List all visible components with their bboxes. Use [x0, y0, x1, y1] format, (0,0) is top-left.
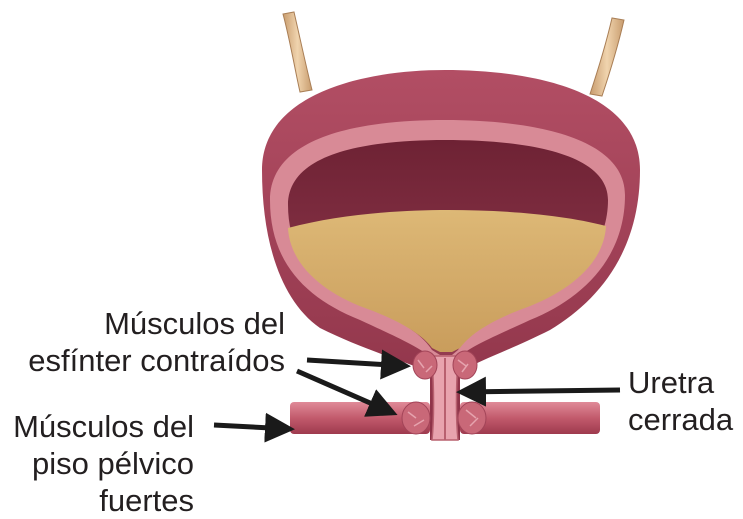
right-ureter — [590, 18, 624, 96]
sphincter-label: Músculos del esfínter contraídos — [20, 305, 285, 379]
left-ureter — [283, 12, 312, 92]
urethra-label: Uretra cerrada — [628, 364, 733, 438]
sphincter-label-line2: esfínter contraídos — [20, 342, 285, 379]
bladder-diagram: Músculos del esfínter contraídos Uretra … — [0, 0, 743, 508]
pelvic-floor-label-line2: piso pélvico — [4, 445, 194, 482]
urethra-label-line2: cerrada — [628, 401, 733, 438]
arrow-urethra — [461, 390, 620, 392]
arrow-pelvic-floor — [214, 425, 290, 429]
pelvic-floor-label: Músculos del piso pélvico fuertes — [4, 408, 194, 519]
sphincter-label-line1: Músculos del — [20, 305, 285, 342]
urethra-label-line1: Uretra — [628, 364, 733, 401]
arrow-sphincter-upper — [307, 360, 406, 366]
pelvic-floor-label-line3: fuertes — [4, 482, 194, 519]
pelvic-floor-label-line1: Músculos del — [4, 408, 194, 445]
